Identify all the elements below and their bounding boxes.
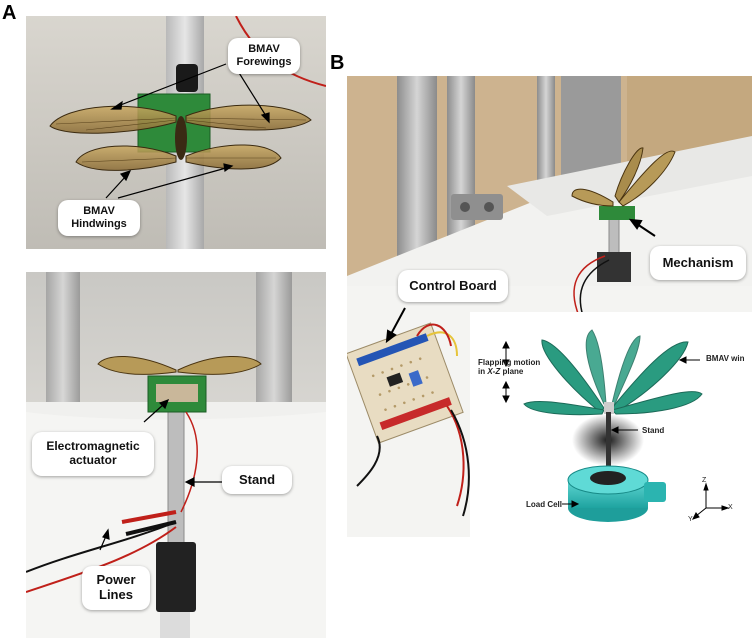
panel-a-letter: A bbox=[2, 2, 17, 24]
right-hindwing bbox=[185, 144, 282, 170]
flapping-suffix: plane bbox=[500, 367, 524, 377]
mechanism-callout: Mechanism bbox=[650, 246, 746, 280]
render-left-hindwing bbox=[523, 401, 605, 416]
flapping-plane-italic: X-Z bbox=[487, 367, 501, 377]
load-cell-label: Load Cell bbox=[526, 500, 563, 509]
render-right-hindwing bbox=[611, 391, 703, 415]
flapping-label-line1: Flapping motion bbox=[478, 358, 541, 367]
flapping-prefix: in bbox=[478, 367, 488, 377]
stand-base bbox=[156, 542, 196, 612]
control-board-callout: Control Board bbox=[398, 270, 508, 302]
bmav-wing-label: BMAV win bbox=[706, 354, 745, 363]
render-stand-label: Stand bbox=[642, 426, 665, 435]
panel-b-letter: B bbox=[330, 52, 345, 74]
forewings-callout: BMAV Forewings bbox=[228, 38, 300, 74]
hindwings-callout: BMAV Hindwings bbox=[58, 200, 140, 236]
panel-b-render bbox=[470, 312, 752, 538]
stand-callout: Stand bbox=[222, 466, 292, 494]
render-left-forewing bbox=[541, 339, 605, 413]
axis-x-label: X bbox=[728, 504, 733, 511]
axis-y-label: Y bbox=[688, 516, 693, 523]
actuator-callout: Electromagnetic actuator bbox=[32, 432, 154, 476]
right-forewing bbox=[185, 104, 312, 131]
power-lines-callout: Power Lines bbox=[82, 566, 150, 610]
render-right-forewing bbox=[611, 341, 689, 413]
left-hindwing bbox=[75, 145, 177, 171]
axis-z-label: Z bbox=[702, 477, 707, 484]
left-forewing bbox=[49, 105, 177, 134]
